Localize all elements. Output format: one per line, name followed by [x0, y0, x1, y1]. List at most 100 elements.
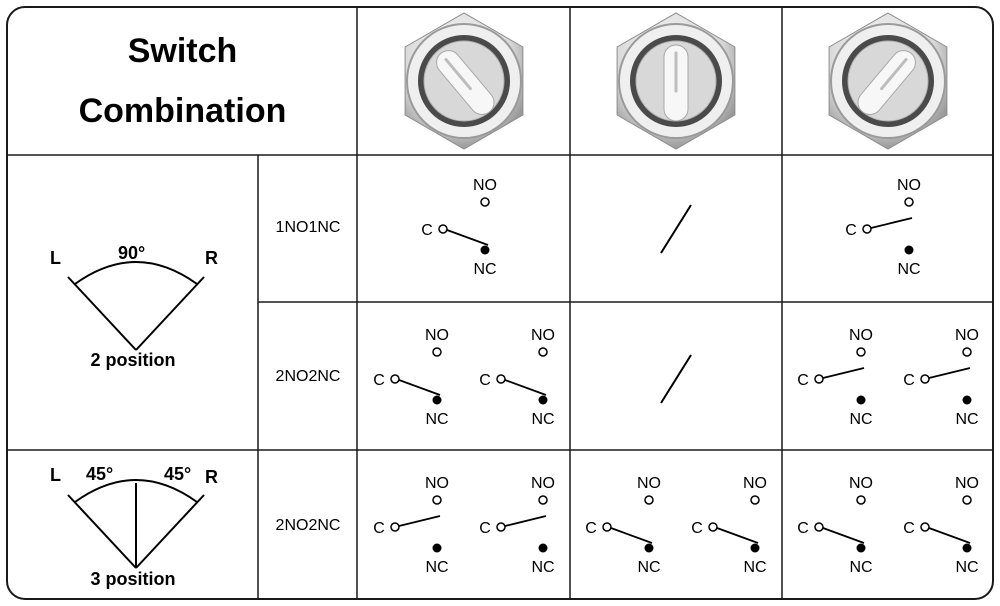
nc-terminal — [480, 245, 490, 255]
angle-right-label: R — [205, 467, 218, 487]
nc-terminal — [962, 395, 972, 405]
nc-terminal — [644, 543, 654, 553]
nc-label: NC — [531, 559, 554, 576]
nc-label: NC — [473, 261, 496, 278]
c-terminal — [390, 522, 400, 532]
no-label: NO — [425, 327, 449, 344]
two-position-angle-diagram — [67, 261, 205, 351]
c-terminal — [390, 374, 400, 384]
nc-terminal — [750, 543, 760, 553]
nc-terminal — [962, 543, 972, 553]
positions-label-row1: 2 position — [90, 350, 176, 370]
angle-arc — [74, 261, 198, 285]
nc-label: NC — [531, 411, 554, 428]
knob-right-position-image — [828, 12, 948, 150]
nc-terminal — [904, 245, 914, 255]
contact-blade — [398, 515, 441, 527]
c-terminal — [438, 224, 448, 234]
no-terminal — [432, 347, 442, 357]
no-label: NO — [743, 475, 767, 492]
nc-label: NC — [425, 559, 448, 576]
no-terminal — [644, 495, 654, 505]
knob-lever — [436, 50, 495, 115]
no-terminal — [962, 495, 972, 505]
angle-value-label-1: 45° — [86, 464, 114, 484]
knob-center-position-image — [616, 12, 736, 150]
angle-left-label: L — [50, 248, 61, 268]
not-applicable-slash — [660, 354, 692, 404]
no-terminal — [904, 197, 914, 207]
no-label: NO — [473, 177, 497, 194]
c-label: C — [797, 372, 809, 389]
contact-blade — [398, 379, 441, 396]
nc-label: NC — [425, 411, 448, 428]
c-label: C — [691, 520, 703, 537]
c-terminal — [496, 522, 506, 532]
nc-terminal — [856, 395, 866, 405]
contact-blade — [716, 527, 759, 544]
lever-indicator — [444, 58, 472, 91]
no-terminal — [962, 347, 972, 357]
angle-arc — [74, 479, 198, 503]
no-terminal — [432, 495, 442, 505]
no-label: NO — [849, 327, 873, 344]
no-terminal — [856, 495, 866, 505]
c-label: C — [421, 222, 433, 239]
no-label: NO — [425, 475, 449, 492]
nc-label: NC — [743, 559, 766, 576]
knob-lever — [857, 50, 916, 115]
angle-right-label: R — [205, 248, 218, 268]
c-label: C — [903, 520, 915, 537]
no-label: NO — [531, 475, 555, 492]
c-label: C — [373, 372, 385, 389]
angle-ray-left — [67, 276, 137, 351]
contact-blade — [504, 379, 547, 396]
nc-label: NC — [955, 411, 978, 428]
nc-terminal — [432, 543, 442, 553]
nc-label: NC — [849, 411, 872, 428]
c-terminal — [920, 374, 930, 384]
contact-blade — [870, 217, 913, 229]
no-label: NO — [531, 327, 555, 344]
config-label-row3: 2NO2NC — [275, 517, 341, 534]
knob-lever — [663, 44, 689, 122]
angle-value-label: 90° — [118, 243, 146, 263]
nc-label: NC — [849, 559, 872, 576]
nc-label: NC — [897, 261, 920, 278]
contact-blade — [928, 527, 971, 544]
knob-left-position-image — [404, 12, 524, 150]
no-label: NO — [955, 475, 979, 492]
title-line-2: Combination — [78, 92, 287, 130]
not-applicable-slash — [660, 204, 692, 254]
positions-label-row3: 3 position — [90, 569, 176, 589]
contact-blade — [822, 367, 865, 379]
nc-terminal — [856, 543, 866, 553]
nc-terminal — [538, 543, 548, 553]
contact-blade — [822, 527, 865, 544]
no-terminal — [538, 495, 548, 505]
c-terminal — [602, 522, 612, 532]
nc-terminal — [432, 395, 442, 405]
angle-ray-right — [135, 276, 205, 351]
title-line-1: Switch — [127, 32, 238, 70]
contact-blade — [928, 367, 971, 379]
angle-ray-left — [67, 494, 137, 569]
angle-ray-right — [135, 494, 205, 569]
no-label: NO — [955, 327, 979, 344]
c-label: C — [845, 222, 857, 239]
no-terminal — [538, 347, 548, 357]
c-terminal — [862, 224, 872, 234]
nc-label: NC — [955, 559, 978, 576]
table-title: Switch Combination — [8, 8, 357, 154]
c-label: C — [797, 520, 809, 537]
no-label: NO — [897, 177, 921, 194]
contact-blade — [610, 527, 653, 544]
angle-left-label: L — [50, 465, 61, 485]
angle-value-label-2: 45° — [164, 464, 192, 484]
c-terminal — [814, 522, 824, 532]
three-position-angle-diagram — [67, 479, 205, 569]
no-terminal — [480, 197, 490, 207]
c-label: C — [479, 520, 491, 537]
